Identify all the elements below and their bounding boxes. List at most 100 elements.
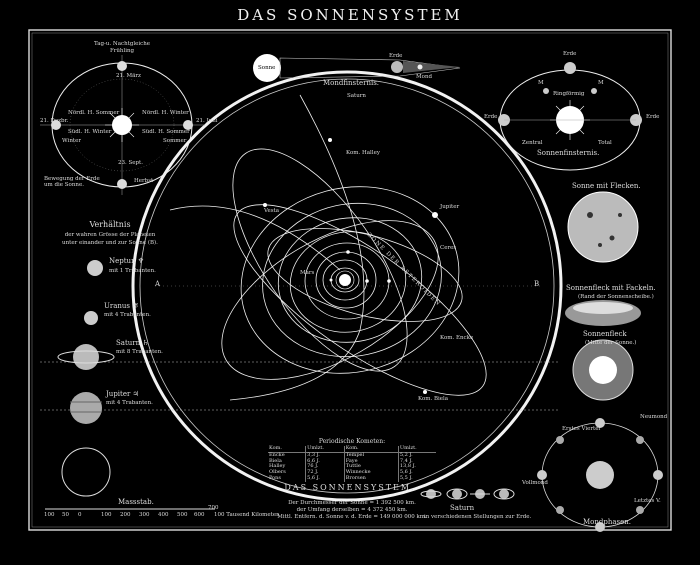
sizes-heading-2: der wahren Grösse der Planeten xyxy=(64,232,156,238)
spot-label: Sonnenfleck xyxy=(583,330,627,338)
faculae-label: Sonnenfleck mit Fackeln. xyxy=(566,284,656,292)
saturn-orbit-label: Saturn xyxy=(347,93,366,99)
comet-column-header: Kom. xyxy=(268,445,306,453)
earth-orbit-diagram xyxy=(40,55,205,195)
seasons-top-label-2: Frühling xyxy=(109,48,135,54)
seasons-caption: Bewegung der Erde um die Sonne. xyxy=(44,176,100,189)
scale-label: Massstab. xyxy=(118,498,154,506)
full-moon-label: Vollmond xyxy=(522,480,548,486)
table-cell: Faye xyxy=(343,458,399,465)
comet-column-header: Kom. xyxy=(343,445,399,453)
sun-spots-label: Sonne mit Flecken. xyxy=(572,182,641,190)
solar-system-diagram xyxy=(40,70,563,502)
lunar-eclipse-caption: Mondfinsternis. xyxy=(323,79,380,87)
solar-right-label: Erde xyxy=(646,114,660,120)
system-arc-label: DAS SONNENSYSTEM. xyxy=(284,483,416,492)
planet-sizes-diagram xyxy=(45,260,215,510)
sizes-heading-3: unter einander und zur Sonne (B). xyxy=(62,240,158,246)
solar-eclipse-caption: Sonnenfinsternis. xyxy=(537,149,600,157)
autumn-label: Herbst xyxy=(134,178,154,184)
saturn-sub-label: mit 8 Trabanten. xyxy=(116,349,163,355)
table-cell: 3,3 J. xyxy=(305,452,345,459)
table-cell: 13,8 J. xyxy=(397,463,436,470)
neptune-sub-label: mit 1 Trabanten. xyxy=(109,268,156,274)
table-cell: Biela xyxy=(269,457,282,464)
table-row: Pons 5,6 J. Brorsen 5,5 J. xyxy=(268,474,436,482)
saturn-label: Saturn ♄ xyxy=(116,339,149,347)
moonphases-label: Mondphasen. xyxy=(583,518,632,526)
table-cell: 5,5 J. xyxy=(397,475,436,482)
lunar-eclipse-diagram xyxy=(253,54,461,82)
date-left-label: 21. Dezbr. xyxy=(40,118,69,124)
sizes-heading: Verhältnis xyxy=(89,220,131,229)
point-b-label: B xyxy=(534,280,540,288)
total-label: Total xyxy=(598,140,612,146)
neptune-label: Neptun ♆ xyxy=(109,257,145,265)
scale-tick: 700 xyxy=(208,505,219,511)
table-cell: Halley xyxy=(269,463,286,470)
scale-unit-label: 100 Tausend Kilometer. xyxy=(214,512,280,518)
table-cell: Pons xyxy=(269,474,281,481)
table-row: Biela 6,6 J. Faye 7,4 J. xyxy=(268,457,436,465)
outer-frame xyxy=(28,29,672,531)
table-cell: 72 J. xyxy=(305,469,345,476)
south-left-label: Südl. H. Winter xyxy=(68,129,112,135)
north-right-label: Nördl. H. Winter xyxy=(142,110,189,116)
scale-tick: 0 xyxy=(78,512,82,518)
table-cell: Olbers xyxy=(269,469,286,475)
scale-tick: 50 xyxy=(62,512,69,518)
table-cell: Tuttle xyxy=(343,463,399,470)
jupiter-sub-label: mit 4 Trabanten. xyxy=(106,400,153,406)
vesta-label: Vesta xyxy=(264,208,280,214)
comets-heading: Periodische Kometen: xyxy=(318,438,386,445)
solar-m2-label: M xyxy=(598,80,604,86)
scale-tick: 500 xyxy=(177,512,188,518)
table-cell: 7,4 J. xyxy=(397,458,436,465)
jupiter-label: Jupiter ♃ xyxy=(106,390,139,398)
lunar-sun-label: Sonne xyxy=(258,65,276,71)
solar-m1-label: M xyxy=(538,80,544,86)
sun-diameter-note: Der Durchmesser der Sonne = 1 392 500 km… xyxy=(288,500,416,506)
solar-earth-top-label: Erde xyxy=(563,51,577,57)
date-bottom-label: 23. Sept. xyxy=(118,160,143,166)
seasons-top-label: Tag-u. Nachtgleiche xyxy=(93,41,151,47)
scale-tick: 100 xyxy=(44,512,55,518)
table-cell: Winnecke xyxy=(343,469,399,476)
solar-eclipse-diagram xyxy=(498,62,642,171)
mars-label: Mars xyxy=(300,270,315,276)
ceres-label: Ceres xyxy=(440,245,457,251)
table-cell: 5,6 J. xyxy=(305,475,345,482)
sun-circumference-note: der Umfang derselben = 4 372 450 km. xyxy=(296,507,408,513)
faculae-sub-label: (Rand der Sonnenscheibe.) xyxy=(578,294,654,300)
jupiter-orbit-label: Jupiter xyxy=(440,204,460,210)
comet-column-header: Umlzt. xyxy=(305,445,345,453)
solar-left-label: Erde xyxy=(484,114,498,120)
uranus-label: Uranus ♅ xyxy=(104,302,139,310)
lunar-moon-label: Mond xyxy=(416,74,433,80)
date-top-label: 21. März xyxy=(116,73,141,79)
table-cell: 76 J. xyxy=(305,463,345,470)
saturn-positions-sub-label: in verschiedenen Stellungen zur Erde. xyxy=(424,514,532,520)
first-quarter-label: Erstes Viertel xyxy=(562,426,601,432)
encke-label: Kom. Encke xyxy=(440,335,474,341)
table-row: Encke 3,3 J. Tempel 5,2 J. xyxy=(268,451,436,459)
periodic-comets-table: Periodische Kometen: Kom. Umlzt. Kom. Um… xyxy=(268,438,436,482)
scale-tick: 200 xyxy=(120,512,131,518)
south-right-label: Südl. H. Sommer xyxy=(142,129,190,135)
moon-phases-diagram xyxy=(537,418,663,532)
summer-label: Sommer xyxy=(163,138,187,144)
winter-label: Winter xyxy=(62,138,81,144)
new-moon-label: Neumond xyxy=(640,414,668,420)
spot-sub-label: (Mitte der Sonne.) xyxy=(585,340,637,346)
lunar-earth-label: Erde xyxy=(389,53,403,59)
table-cell: 6,6 J. xyxy=(305,458,345,465)
scale-tick: 600 xyxy=(194,512,205,518)
uranus-sub-label: mit 4 Trabanten. xyxy=(104,312,151,318)
table-row: Olbers 72 J. Winnecke 5,6 J. xyxy=(268,469,436,476)
table-cell: 5,6 J. xyxy=(397,469,436,476)
table-cell: Encke xyxy=(269,451,285,458)
halley-label: Kom. Halley xyxy=(346,150,380,156)
comet-column-header: Umlzt. xyxy=(397,445,436,453)
table-row: Halley 76 J. Tuttle 13,8 J. xyxy=(268,463,436,470)
earth-distance-note: Mittl. Entfern. d. Sonne v. d. Erde = 14… xyxy=(277,514,427,520)
